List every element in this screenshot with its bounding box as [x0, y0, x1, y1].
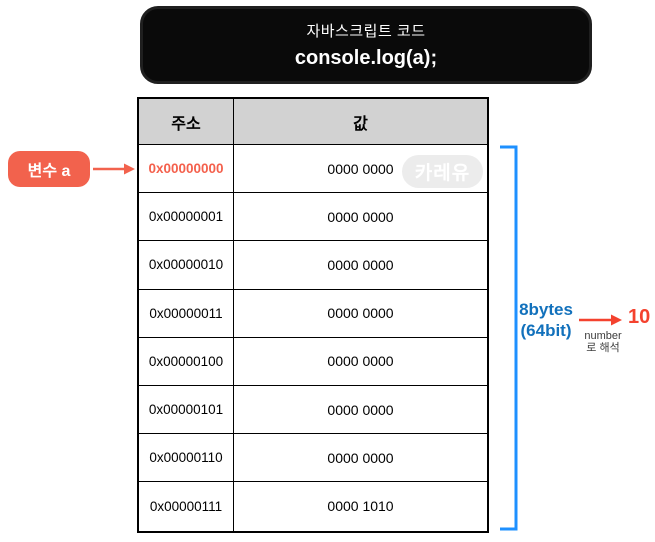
value-cell: 0000 0000: [327, 401, 394, 418]
address-cell: 0x00000110: [139, 434, 234, 482]
code-box-title: 자바스크립트 코드: [306, 23, 426, 40]
table-row: 0x00000001 0000 0000: [139, 193, 487, 242]
value-cell: 0000 0000: [327, 208, 394, 225]
table-row: 0x00000101 0000 0000: [139, 385, 487, 435]
address-cell: 0x00000010: [139, 241, 234, 289]
interpret-note-line2: 로 해석: [586, 341, 620, 354]
table-row: 0x00000010 0000 0000: [139, 241, 487, 290]
value-cell: 0000 0000: [327, 305, 394, 322]
variable-a-badge: 변수 a: [8, 151, 90, 187]
address-cell: 0x00000011: [139, 289, 234, 337]
variable-arrow-head-icon: [124, 163, 135, 175]
address-cell: 0x00000111: [139, 482, 234, 531]
table-row: 0x00000110 0000 0000: [139, 434, 487, 483]
value-cell: 0000 0000: [327, 449, 394, 466]
value-cell: 0000 1010: [327, 498, 394, 515]
table-row: 0x00000100 0000 0000: [139, 337, 487, 386]
interpreted-value: 10: [628, 306, 651, 328]
interpret-arrow-head-icon: [611, 314, 622, 326]
address-cell: 0x00000001: [139, 193, 234, 241]
code-box-code: console.log(a);: [294, 47, 438, 69]
value-column-header: 값: [353, 115, 368, 133]
value-cell: 0000 0000: [327, 160, 394, 177]
address-cell: 0x00000100: [139, 337, 234, 385]
address-column-header: 주소: [139, 99, 234, 144]
byte-size-label: 8bytes (64bit): [514, 299, 578, 341]
byte-size-line2: (64bit): [520, 321, 572, 340]
interpret-note: number 로 해석: [577, 330, 629, 354]
table-row: 0x00000011 0000 0000: [139, 289, 487, 338]
value-cell: 0000 0000: [327, 256, 394, 273]
memory-table-body: 0x00000000 0000 0000 0x00000001 0000 000…: [139, 145, 487, 531]
address-cell: 0x00000101: [139, 385, 234, 434]
byte-size-line1: 8bytes: [519, 300, 573, 319]
memory-table-header: 주소 값: [139, 99, 487, 145]
watermark-badge: 카레유: [402, 155, 483, 188]
value-cell: 0000 0000: [327, 353, 394, 370]
address-cell: 0x00000000: [139, 145, 234, 193]
table-row: 0x00000111 0000 1010: [139, 482, 487, 531]
code-box: 자바스크립트 코드 console.log(a);: [140, 6, 592, 84]
interpret-note-line1: number: [584, 330, 622, 342]
